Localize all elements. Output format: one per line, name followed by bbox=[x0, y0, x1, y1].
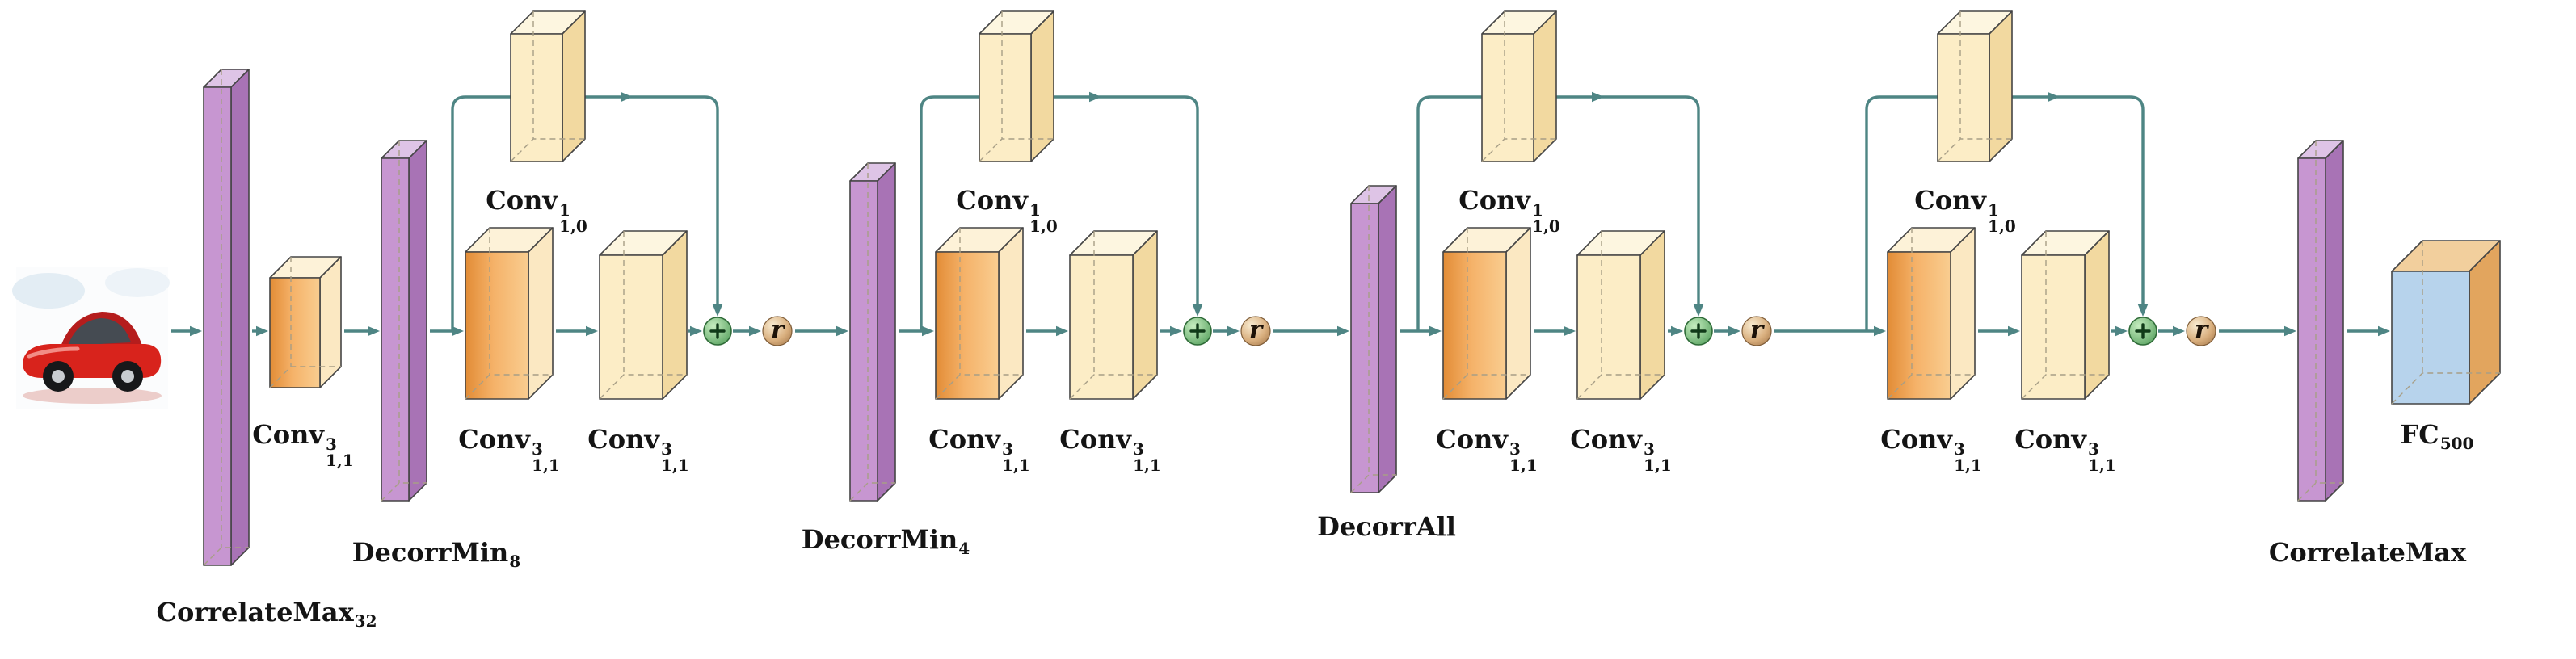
add-node bbox=[2128, 317, 2157, 346]
conv-box-1x1-skip bbox=[979, 10, 1054, 162]
flow-arrow bbox=[430, 325, 464, 337]
conv-box-3x3 bbox=[1069, 230, 1158, 400]
flow-arrow bbox=[1978, 325, 2020, 337]
connections bbox=[171, 91, 2390, 337]
flow-arrow bbox=[1714, 325, 1740, 337]
add-node bbox=[703, 317, 732, 346]
slab-decorr-min-4 bbox=[849, 162, 896, 502]
fc-layer bbox=[2391, 240, 2501, 405]
flow-arrow bbox=[2219, 325, 2296, 337]
flow-arrow bbox=[1160, 325, 1182, 337]
slab-decorr-all bbox=[1350, 185, 1397, 493]
activation-node bbox=[1240, 316, 1271, 346]
add-node bbox=[1183, 317, 1212, 346]
slab-decorr-min-8 bbox=[381, 140, 427, 502]
flow-arrow bbox=[171, 325, 202, 337]
flow-arrow bbox=[2158, 325, 2185, 337]
flow-arrow bbox=[733, 325, 761, 337]
flow-arrow bbox=[688, 325, 702, 337]
activation-node bbox=[2186, 316, 2216, 346]
flow-arrow bbox=[1026, 325, 1068, 337]
conv-box-3x3 bbox=[1887, 227, 1976, 400]
slab-correlate-max bbox=[2297, 140, 2344, 502]
flow-arrow bbox=[2347, 325, 2390, 337]
flow-arrow bbox=[2111, 325, 2128, 337]
conv-box-3x3 bbox=[599, 230, 688, 400]
layer-boxes bbox=[203, 10, 2501, 566]
skip-connection bbox=[1416, 91, 1704, 331]
flow-arrow bbox=[1400, 325, 1442, 337]
slab-correlate-max-32 bbox=[203, 69, 250, 566]
conv-box-1x1-skip bbox=[510, 10, 586, 162]
flow-arrow bbox=[1668, 325, 1683, 337]
add-node bbox=[1684, 317, 1713, 346]
op-nodes bbox=[703, 316, 2216, 346]
conv-box-3x3 bbox=[1576, 230, 1665, 400]
activation-node bbox=[1741, 316, 1772, 346]
flow-arrow bbox=[344, 325, 380, 337]
flow-arrow bbox=[1534, 325, 1576, 337]
flow-arrow bbox=[1273, 325, 1349, 337]
flow-arrow bbox=[899, 325, 934, 337]
conv-box-3x3 bbox=[935, 227, 1024, 400]
conv-box-3x3 bbox=[2021, 230, 2110, 400]
flow-arrow bbox=[1213, 325, 1240, 337]
activation-node bbox=[762, 316, 793, 346]
flow-arrow bbox=[1774, 325, 1886, 337]
conv-box-3x3 bbox=[1442, 227, 1531, 400]
flow-arrow bbox=[252, 325, 268, 337]
input-image-car bbox=[12, 267, 170, 409]
flow-arrow bbox=[795, 325, 848, 337]
skip-connection bbox=[920, 91, 1203, 331]
conv-box-3x3 bbox=[269, 256, 342, 388]
flow-arrow bbox=[556, 325, 598, 337]
conv-box-1x1-skip bbox=[1481, 10, 1557, 162]
conv-box-3x3 bbox=[465, 227, 554, 400]
conv-box-1x1-skip bbox=[1937, 10, 2013, 162]
